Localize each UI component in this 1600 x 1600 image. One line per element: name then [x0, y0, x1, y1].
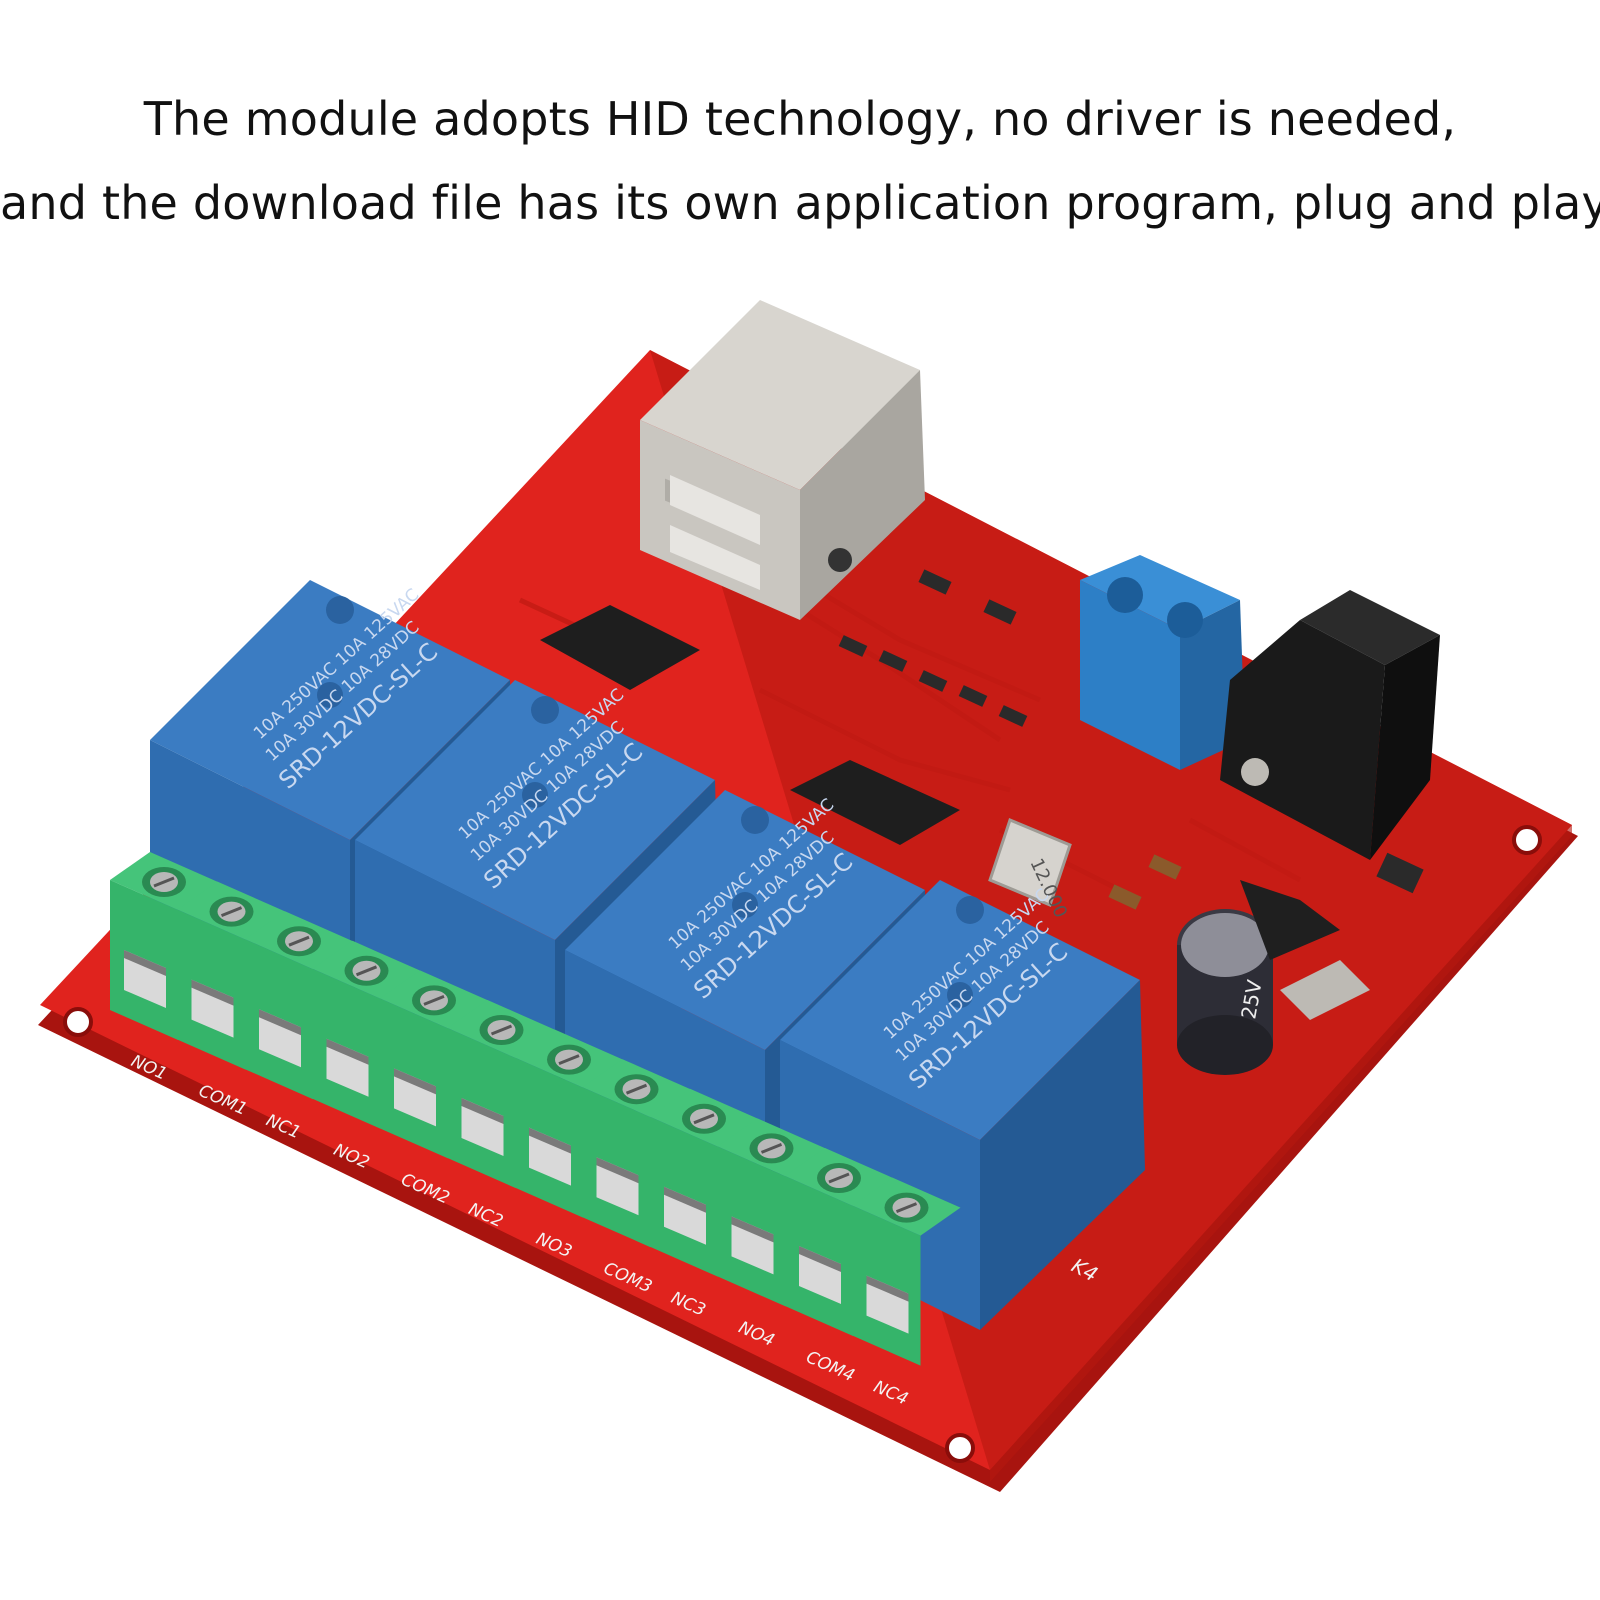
terminal-nc4	[852, 1177, 961, 1366]
terminal-com2	[380, 970, 488, 1159]
terminal-no4	[717, 1118, 826, 1307]
mounting-holes	[63, 825, 1542, 1463]
terminal-nc3	[650, 1088, 758, 1277]
ic-chips	[540, 605, 960, 845]
terminal-no1	[110, 852, 218, 1040]
terminal-nc2	[447, 1000, 556, 1188]
smd-components	[838, 569, 1424, 910]
green-terminal-blocks	[110, 852, 961, 1366]
terminal-com1	[177, 881, 286, 1070]
terminal-com4	[785, 1148, 893, 1336]
caption-line-2: and the download file has its own applic…	[0, 176, 1600, 230]
terminal-no2	[312, 940, 421, 1129]
crystal-oscillator: 12.000	[988, 817, 1072, 921]
electrolytic-capacitor: 25V	[1177, 909, 1273, 1075]
caption-line-1: The module adopts HID technology, no dri…	[143, 92, 1457, 146]
terminal-com3	[582, 1059, 691, 1248]
voltage-regulator	[1240, 880, 1370, 1020]
usb-b-connector	[640, 300, 925, 620]
terminal-nc1	[245, 911, 353, 1100]
terminal-no3	[515, 1029, 623, 1218]
dc-power-jack	[1220, 590, 1440, 860]
